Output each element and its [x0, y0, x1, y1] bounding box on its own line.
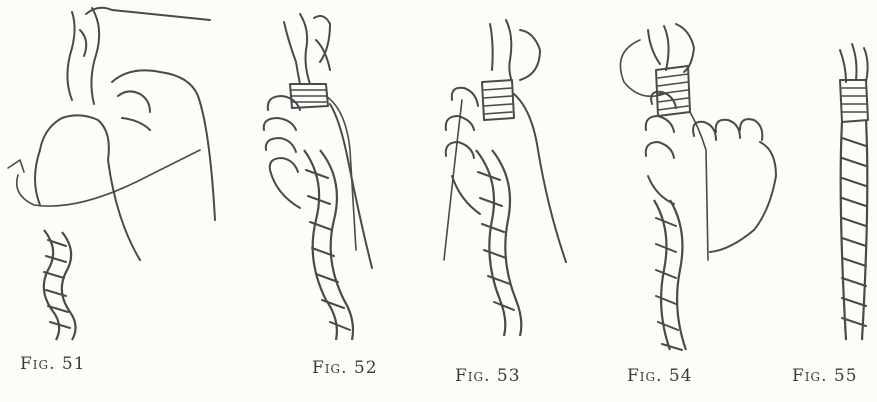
- figure-52-caption: Fig. 52: [312, 358, 378, 378]
- figure-53-caption: Fig. 53: [455, 366, 521, 386]
- figure-55-caption: Fig. 55: [792, 366, 858, 386]
- figure-51-caption: Fig. 51: [20, 354, 86, 374]
- figure-54-caption: Fig. 54: [627, 366, 693, 386]
